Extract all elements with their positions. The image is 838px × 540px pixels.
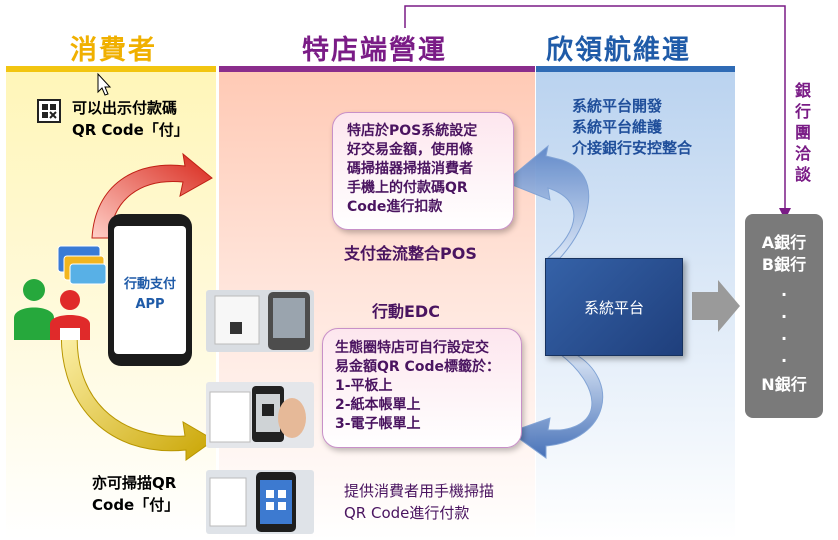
- pos-label: 支付金流整合POS: [344, 244, 477, 263]
- photo-tablet-scan: [206, 290, 314, 352]
- gold-curved-arrow: [60, 321, 215, 461]
- caption-line2: QR Code進行付款: [344, 504, 470, 522]
- pos-line: 碼掃描器掃描消費者: [347, 161, 473, 177]
- edc-line: 2-紙本帳單上: [335, 397, 421, 413]
- pos-bubble: 特店於POS系統設定 好交易金額，使用條 碼掃描器掃描消費者 手機上的付款碼QR…: [332, 112, 514, 230]
- mobile-payment-app-label: 行動支付 APP: [114, 275, 186, 315]
- bank-negotiation-char: 團: [794, 123, 811, 142]
- bank-n: N銀行: [761, 375, 807, 394]
- system-platform-label: 系統平台: [583, 298, 644, 317]
- bank-negotiation-char: 洽: [794, 144, 811, 163]
- ops-service-item: 系統平台維護: [572, 118, 663, 136]
- edc-line: 1-平板上: [335, 378, 393, 394]
- show-code-line1: 可以出示付款碼: [72, 99, 178, 117]
- system-platform-box: 系統平台: [545, 258, 683, 356]
- cards-icon: [57, 245, 107, 285]
- red-curved-arrow: [91, 152, 213, 239]
- bank-negotiation-char: 行: [794, 102, 811, 121]
- bank-a: A銀行: [761, 233, 807, 252]
- blue-arrow-to-edc: [508, 353, 604, 459]
- bank-negotiation-label: 銀 行 團 洽 談: [792, 80, 814, 185]
- edc-line: 3-電子帳單上: [335, 416, 421, 432]
- merchant-title: 特店端營運: [302, 35, 447, 66]
- ellipsis-dot: ·: [780, 329, 788, 348]
- photo-phone-screen: [206, 470, 314, 534]
- cursor-icon: [97, 72, 112, 96]
- gray-arrow-to-banks: [692, 280, 740, 332]
- ellipsis-dot: ·: [780, 285, 788, 304]
- bank-negotiation-char: 銀: [794, 81, 811, 100]
- ops-header-line: [536, 66, 735, 72]
- caption-line1: 提供消費者用手機掃描: [344, 482, 495, 500]
- edc-label: 行動EDC: [372, 302, 440, 321]
- pos-bubble-text: 特店於POS系統設定 好交易金額，使用條 碼掃描器掃描消費者 手機上的付款碼QR…: [333, 113, 513, 217]
- show-code-line2: QR Code「付」: [72, 121, 189, 139]
- pos-line: Code進行扣款: [347, 199, 443, 215]
- bank-negotiation-char: 談: [794, 165, 811, 184]
- pos-line: 特店於POS系統設定: [347, 123, 478, 139]
- merchant-header-line: [219, 66, 535, 72]
- scan-line2: Code「付」: [92, 496, 180, 514]
- app-label-line2: APP: [135, 297, 165, 312]
- ellipsis-dot: ·: [780, 307, 788, 326]
- consumer-header-line: [6, 66, 216, 72]
- ops-service-item: 系統平台開發: [572, 97, 663, 115]
- edc-line: 易金額QR Code標籤於：: [335, 359, 500, 375]
- phone-screen: [114, 226, 186, 354]
- ops-services: 系統平台開發 系統平台維護 介接銀行安控整合: [572, 96, 692, 159]
- banks-box: A銀行 B銀行 · · · · N銀行: [745, 214, 823, 418]
- bottom-caption: 提供消費者用手機掃描 QR Code進行付款: [344, 480, 494, 524]
- ops-title: 欣領航維運: [546, 35, 691, 66]
- consumer-title: 消費者: [70, 35, 157, 66]
- bank-b: B銀行: [761, 255, 807, 274]
- app-label-line1: 行動支付: [123, 277, 176, 292]
- photo-receipt-scan: [206, 382, 314, 448]
- pos-line: 好交易金額，使用條: [347, 142, 473, 158]
- blue-arrow-to-pos: [504, 144, 590, 259]
- ellipsis-dot: ·: [780, 351, 788, 370]
- people-icon: [14, 279, 90, 340]
- bank-negotiation-connector: [404, 5, 791, 220]
- edc-bubble-text: 生態圈特店可自行設定交 易金額QR Code標籤於： 1-平板上 2-紙本帳單上…: [323, 329, 521, 434]
- edc-bubble: 生態圈特店可自行設定交 易金額QR Code標籤於： 1-平板上 2-紙本帳單上…: [322, 328, 522, 448]
- qr-code-icon: [37, 99, 61, 123]
- ops-service-item: 介接銀行安控整合: [572, 139, 693, 157]
- pos-line: 手機上的付款碼QR: [347, 180, 468, 196]
- edc-line: 生態圈特店可自行設定交: [335, 340, 489, 356]
- scan-line1: 亦可掃描QR: [92, 474, 177, 492]
